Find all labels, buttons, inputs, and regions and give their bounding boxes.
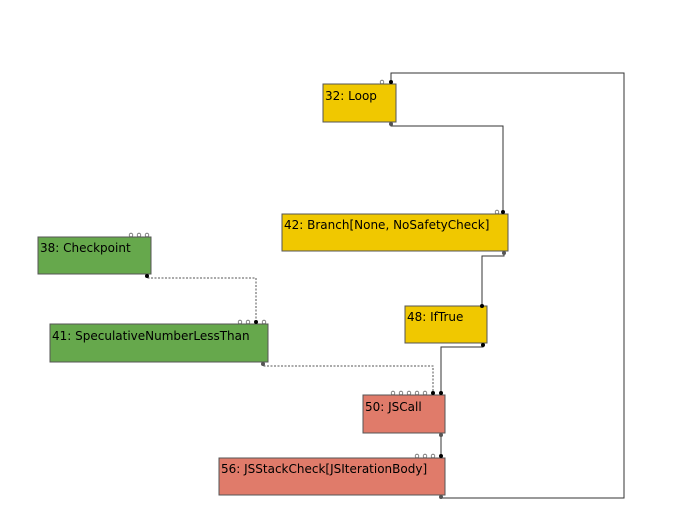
edge-48-50[interactable] bbox=[440, 343, 484, 393]
node-38-input-port[interactable] bbox=[144, 232, 150, 238]
node-50-input-port[interactable] bbox=[439, 391, 443, 395]
node-38-checkpoint[interactable]: 38: Checkpoint bbox=[37, 232, 152, 278]
node-56-jsstackcheck[interactable]: 56: JSStackCheck[JSIterationBody] bbox=[218, 453, 446, 499]
node-32-input-port[interactable] bbox=[389, 80, 393, 84]
edges bbox=[146, 72, 625, 499]
node-41-output-port[interactable] bbox=[261, 362, 265, 366]
node-42-label: 42: Branch[None, NoSafetyCheck] bbox=[284, 218, 489, 232]
node-56-input-port[interactable] bbox=[430, 453, 436, 459]
node-56-input-port[interactable] bbox=[422, 453, 428, 459]
node-38-input-port[interactable] bbox=[136, 232, 142, 238]
node-56-box bbox=[218, 457, 446, 496]
node-38-label: 38: Checkpoint bbox=[40, 241, 131, 255]
node-50-input-port[interactable] bbox=[431, 391, 435, 395]
edge-41-50[interactable] bbox=[262, 363, 434, 393]
node-38-input-port[interactable] bbox=[128, 232, 134, 238]
nodes: 32: Loop 42: Branch[None, NoSafetyCheck]… bbox=[37, 79, 509, 499]
node-50-input-port[interactable] bbox=[414, 390, 420, 396]
node-50-jscall[interactable]: 50: JSCall bbox=[362, 390, 446, 437]
node-42-output-port[interactable] bbox=[502, 251, 506, 255]
node-38-output-port[interactable] bbox=[145, 274, 149, 278]
node-41-speculative-number-less-than[interactable]: 41: SpeculativeNumberLessThan bbox=[49, 319, 269, 366]
node-32-loop[interactable]: 32: Loop bbox=[322, 79, 397, 126]
node-41-input-port[interactable] bbox=[261, 319, 267, 325]
edge-32-42[interactable] bbox=[390, 124, 504, 212]
node-50-label: 50: JSCall bbox=[365, 400, 422, 414]
node-32-box bbox=[322, 83, 397, 123]
node-56-input-port[interactable] bbox=[439, 454, 443, 458]
node-50-input-port[interactable] bbox=[422, 390, 428, 396]
node-50-input-port[interactable] bbox=[406, 390, 412, 396]
node-42-branch[interactable]: 42: Branch[None, NoSafetyCheck] bbox=[281, 209, 509, 255]
edge-38-41[interactable] bbox=[146, 275, 257, 322]
node-38-box bbox=[37, 236, 152, 275]
edge-42-48[interactable] bbox=[481, 253, 505, 306]
node-56-output-port[interactable] bbox=[439, 495, 443, 499]
node-48-input-port[interactable] bbox=[480, 304, 484, 308]
node-42-box bbox=[281, 213, 509, 252]
node-32-input-port[interactable] bbox=[379, 79, 385, 85]
node-32-label: 32: Loop bbox=[325, 89, 377, 103]
node-56-label: 56: JSStackCheck[JSIterationBody] bbox=[221, 462, 427, 476]
node-50-box bbox=[362, 394, 446, 434]
node-50-input-port[interactable] bbox=[390, 390, 396, 396]
node-41-input-port[interactable] bbox=[245, 319, 251, 325]
node-42-input-port[interactable] bbox=[494, 209, 500, 215]
node-42-input-port[interactable] bbox=[501, 210, 505, 214]
node-56-input-port[interactable] bbox=[414, 453, 420, 459]
node-48-iftrue[interactable]: 48: IfTrue bbox=[404, 304, 488, 347]
edge-56-32-backedge[interactable] bbox=[390, 72, 625, 499]
node-41-input-port[interactable] bbox=[237, 319, 243, 325]
node-48-label: 48: IfTrue bbox=[407, 310, 463, 324]
node-41-input-port[interactable] bbox=[254, 320, 258, 324]
node-48-output-port[interactable] bbox=[481, 343, 485, 347]
node-50-output-port[interactable] bbox=[439, 433, 443, 437]
node-41-label: 41: SpeculativeNumberLessThan bbox=[52, 329, 250, 343]
node-48-box bbox=[404, 305, 488, 344]
node-32-output-port[interactable] bbox=[389, 122, 393, 126]
node-41-box bbox=[49, 323, 269, 363]
node-50-input-port[interactable] bbox=[398, 390, 404, 396]
